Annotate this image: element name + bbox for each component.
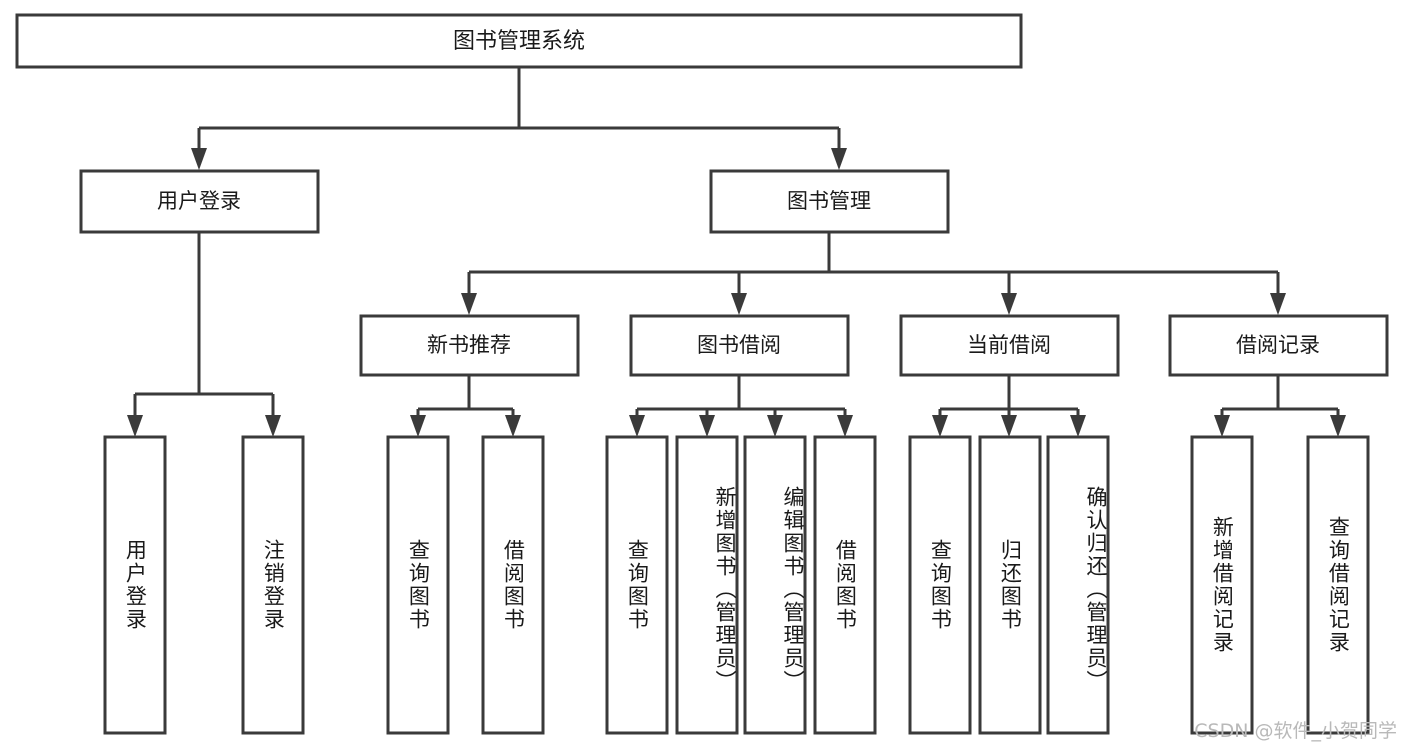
leaf-borrow-2[interactable] <box>743 435 807 735</box>
node-root-label: 图书管理系统 <box>453 29 585 54</box>
leaf-borrow-3[interactable] <box>813 435 877 735</box>
leaf-new-books-1[interactable] <box>481 435 545 735</box>
node-book-management[interactable]: 图书管理 <box>709 169 950 234</box>
node-user-login-label: 用户登录 <box>157 189 241 213</box>
leaf-current-2[interactable] <box>1046 435 1110 735</box>
leaf-current-1[interactable] <box>978 435 1042 735</box>
node-book-management-label: 图书管理 <box>787 189 871 213</box>
leaf-records-1[interactable] <box>1306 435 1370 735</box>
node-root-system[interactable]: 图书管理系统 <box>15 13 1023 69</box>
leaf-borrow-0[interactable] <box>605 435 669 735</box>
node-book-borrow-label: 图书借阅 <box>697 333 781 357</box>
leaf-new-books-0[interactable] <box>386 435 450 735</box>
connector-root-to-level2 <box>191 68 847 170</box>
connector-current-to-leaves <box>932 375 1086 437</box>
leaf-current-0[interactable] <box>908 435 972 735</box>
connector-records-to-leaves <box>1214 375 1346 437</box>
node-borrow-records-label: 借阅记录 <box>1236 333 1320 357</box>
node-current-borrow[interactable]: 当前借阅 <box>899 314 1120 377</box>
leaf-records-0[interactable] <box>1190 435 1254 735</box>
connector-books-to-level3 <box>461 232 1286 315</box>
leaf-borrow-1[interactable] <box>675 435 739 735</box>
node-new-book-recommend[interactable]: 新书推荐 <box>359 314 580 377</box>
node-new-book-recommend-label: 新书推荐 <box>427 333 511 357</box>
leaf-user-login-1[interactable] <box>241 435 305 735</box>
node-borrow-records[interactable]: 借阅记录 <box>1168 314 1389 377</box>
connector-user-to-leaves <box>127 232 281 437</box>
connector-borrow-to-leaves <box>629 375 853 437</box>
leaf-user-login-0[interactable] <box>103 435 167 735</box>
connector-newbooks-to-leaves <box>410 375 521 437</box>
node-user-login[interactable]: 用户登录 <box>79 169 320 234</box>
node-book-borrow[interactable]: 图书借阅 <box>629 314 850 377</box>
node-current-borrow-label: 当前借阅 <box>967 333 1051 357</box>
